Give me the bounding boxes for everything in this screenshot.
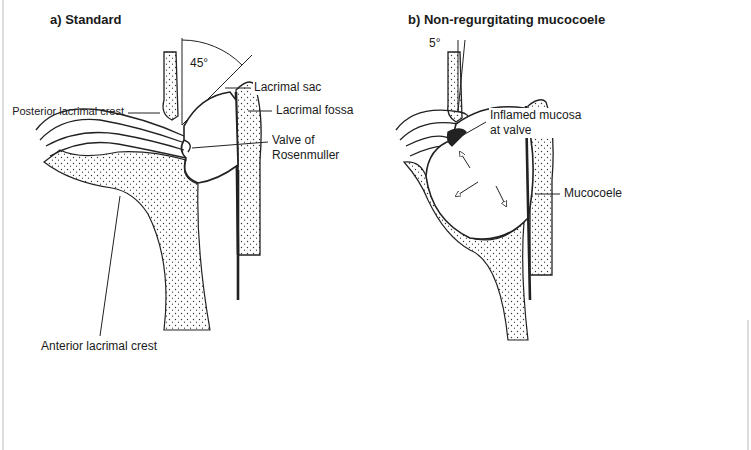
leader-line bbox=[128, 113, 160, 114]
standard-anatomy bbox=[36, 38, 272, 336]
panel-title: b) Non-regurgitating mucocoele bbox=[408, 12, 605, 28]
part-label: Valve of Rosenmuller bbox=[271, 133, 353, 163]
lacrimal-fossa-bone bbox=[236, 82, 261, 255]
angle-value: 45° bbox=[189, 56, 209, 71]
angle-line bbox=[182, 38, 183, 125]
mucocoele-anatomy bbox=[396, 40, 560, 340]
leader-line bbox=[535, 194, 560, 195]
pressure-arrow bbox=[456, 182, 478, 196]
canaliculus bbox=[46, 133, 184, 151]
part-label: Lacrimal sac bbox=[253, 80, 322, 95]
lacrimal-sac bbox=[181, 92, 238, 183]
inflamed-mucosa bbox=[448, 129, 467, 146]
part-label: Anterior lacrimal crest bbox=[40, 339, 158, 354]
angle-value: 5° bbox=[428, 36, 441, 51]
part-label: Posterior lacrimal crest bbox=[12, 105, 124, 119]
pressure-arrow bbox=[460, 152, 470, 168]
valve bbox=[184, 140, 190, 152]
part-label: Inflamed mucosa at valve bbox=[489, 108, 591, 138]
pressure-arrow bbox=[496, 186, 506, 206]
fossa-wall bbox=[237, 170, 240, 300]
frame-line bbox=[748, 320, 749, 450]
part-label: Lacrimal fossa bbox=[275, 103, 354, 118]
leader-line bbox=[248, 111, 272, 112]
leader-line bbox=[458, 122, 486, 138]
leader-line bbox=[192, 142, 268, 148]
posterior-crest-bone bbox=[163, 52, 178, 120]
frame-line bbox=[3, 0, 4, 450]
leader-line bbox=[225, 88, 250, 89]
part-label: Mucocoele bbox=[563, 186, 623, 201]
panel-title: a) Standard bbox=[50, 12, 122, 28]
anterior-crest-bone bbox=[44, 150, 210, 330]
leader-line bbox=[100, 196, 120, 336]
